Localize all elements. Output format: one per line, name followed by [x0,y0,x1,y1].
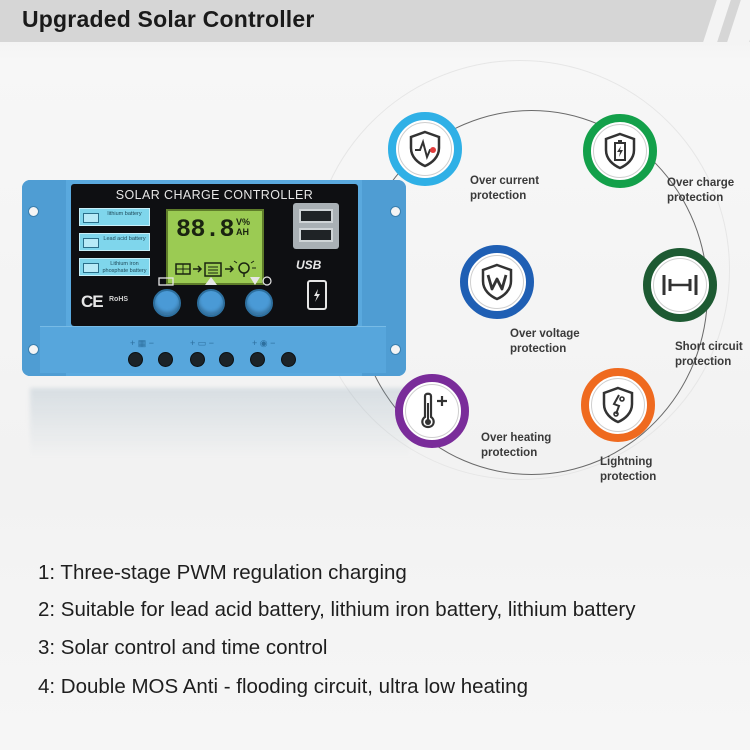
shield-lightning-icon [602,386,634,424]
terminal-screw [190,352,205,367]
mounting-hole [390,344,401,355]
usb-port [299,209,333,223]
battery-icon [83,238,99,248]
header-stripe [703,0,731,42]
terminal-screw [158,352,173,367]
terminal-block [40,326,386,373]
shield-pulse-icon [409,130,441,168]
battery-type-lead-acid: Lead acid battery [79,233,150,251]
lcd-units: V% AH [236,217,251,237]
lcd-display: 88.8 V% AH [166,209,264,285]
mounting-hole [28,344,39,355]
terminal-screw [128,352,143,367]
thermometer-icon [421,392,447,429]
usb-ports [293,203,339,249]
svg-text:+ ▭ −: + ▭ − [190,338,214,348]
ce-mark: CE [81,292,104,311]
mounting-hole [28,206,39,217]
over-current-label: Over current protection [470,175,540,202]
over-charge-badge [583,114,657,188]
over-current-badge [388,112,462,186]
down-button[interactable] [245,289,273,317]
battery-type-lithium: lithium battery [79,208,150,226]
up-arrow-icon [205,277,217,285]
lightning-label: Lightning protection [600,456,657,483]
usb-port [299,228,333,242]
terminal-screw [281,352,296,367]
shield-battery-icon [604,132,636,170]
lcd-flow-icons [175,260,256,277]
controller-reflection [30,388,410,458]
lcd-digits: 88.8 [176,215,235,244]
shield-w-icon [481,263,513,301]
menu-button-icon [158,277,174,286]
usb-label: USB [296,258,322,272]
over-charge-label: Over charge protection [667,177,735,204]
lightning-badge [581,368,655,442]
feature-item: 1: Three-stage PWM regulation charging [38,561,407,584]
feature-item: 2: Suitable for lead acid battery, lithi… [38,598,636,621]
over-voltage-label: Over voltage protection [510,328,580,355]
over-heating-badge [395,374,469,448]
terminal-polarity-symbols: + ▦ − + ▭ − + ◉ − [130,338,275,348]
page-title: Upgraded Solar Controller [22,6,315,32]
over-voltage-badge [460,245,534,319]
down-light-icon [250,276,272,286]
svg-text:+ ▦ −: + ▦ − [130,338,154,348]
terminal-screw [219,352,234,367]
short-circuit-label: Short circuit protection [675,341,743,368]
header-stripe [727,0,750,42]
up-button[interactable] [197,289,225,317]
menu-button[interactable] [153,289,181,317]
short-circuit-icon [662,275,698,295]
mounting-hole [390,206,401,217]
battery-type-lifepo4: Lithium iron phosphate battery [79,258,150,276]
rohs-mark: RoHS [109,296,129,303]
short-circuit-badge [643,248,717,322]
svg-text:+ ◉ −: + ◉ − [252,338,275,348]
phone-icon [307,280,327,310]
feature-item: 3: Solar control and time control [38,636,328,659]
over-heating-label: Over heating protection [481,432,552,459]
header-banner: Upgraded Solar Controller [0,0,750,42]
battery-icon [83,263,99,273]
terminal-screw [250,352,265,367]
feature-item: 4: Double MOS Anti - flooding circuit, u… [38,675,528,698]
battery-icon [83,213,99,223]
panel-title: SOLAR CHARGE CONTROLLER [115,188,314,202]
